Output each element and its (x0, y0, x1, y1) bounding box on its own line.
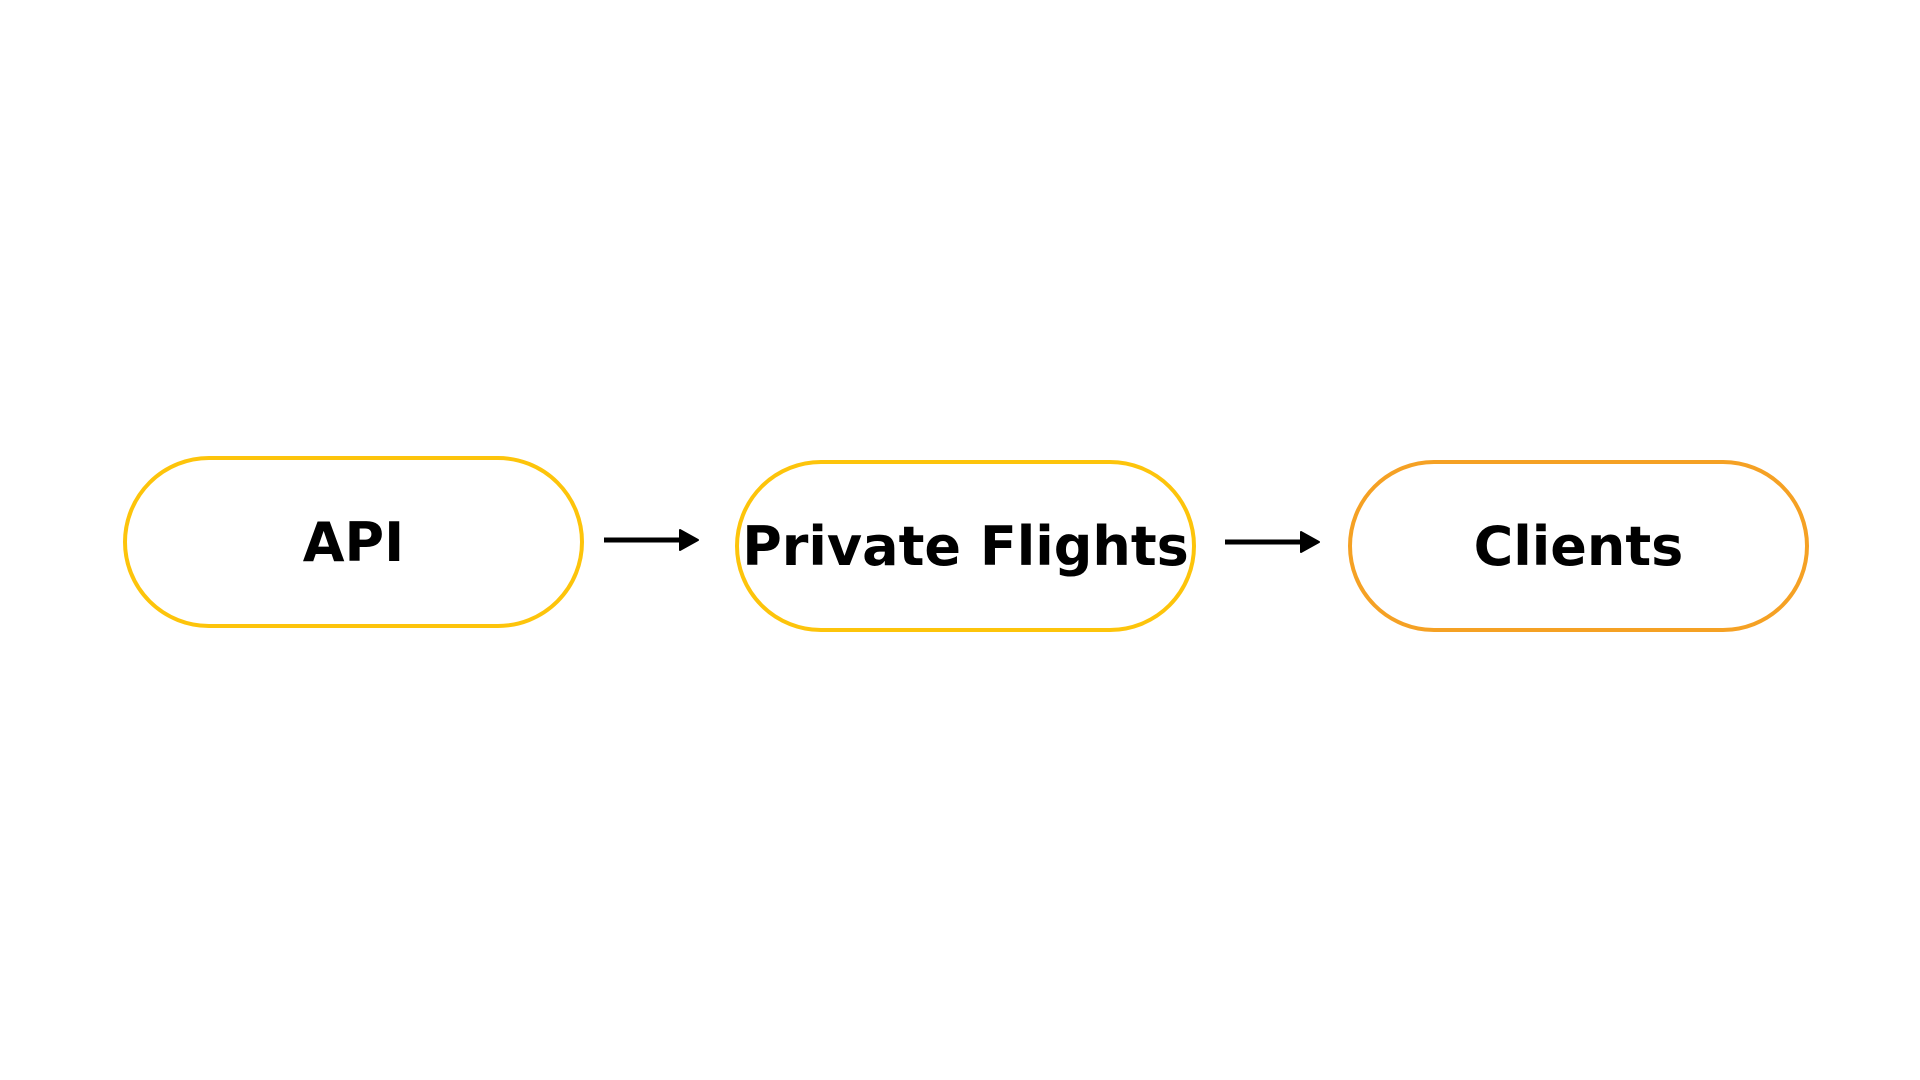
node-clients-label: Clients (1473, 514, 1684, 578)
node-api: API (123, 456, 584, 628)
node-private-flights: Private Flights (735, 460, 1196, 632)
node-api-label: API (302, 510, 405, 574)
arrow-private-flights-to-clients-icon (1225, 531, 1320, 553)
node-clients: Clients (1348, 460, 1809, 632)
arrow-api-to-private-flights-icon (604, 529, 699, 551)
node-private-flights-label: Private Flights (742, 514, 1189, 578)
